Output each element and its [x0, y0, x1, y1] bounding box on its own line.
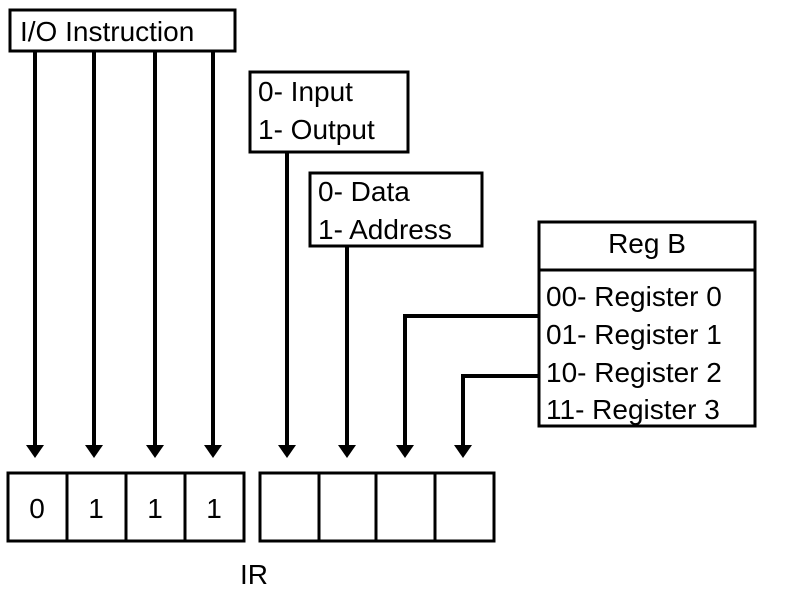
arrow-heads — [26, 445, 472, 458]
reg-b-line-0: 00- Register 0 — [546, 281, 722, 312]
ir-cell — [258, 471, 321, 543]
ir-cell: 1 — [183, 471, 246, 543]
ir-cell — [374, 471, 437, 543]
reg-b-line-3: 11- Register 3 — [546, 394, 720, 425]
ir-cell — [317, 471, 378, 543]
ir-cell — [433, 471, 496, 543]
arrow-bit-7 — [454, 445, 472, 458]
wire-bit-6 — [403, 314, 539, 445]
wire-bit-7 — [461, 374, 539, 445]
arrow-bit-6 — [396, 445, 414, 458]
mode-line-data: 0- Data — [318, 176, 410, 207]
ir-cell: 0 — [6, 471, 69, 543]
arrow-bit-4 — [278, 445, 296, 458]
io-instruction-box: I/O Instruction — [8, 8, 237, 53]
arrow-bit-3 — [204, 445, 222, 458]
connector-wires — [33, 51, 539, 445]
ir-label: IR — [240, 559, 268, 590]
arrow-bit-1 — [85, 445, 103, 458]
ir-register: 0 1 1 1 — [6, 471, 496, 543]
reg-b-title: Reg B — [608, 228, 686, 259]
direction-line-input: 0- Input — [258, 76, 353, 107]
arrow-bit-0 — [26, 445, 44, 458]
ir-cell: 1 — [124, 471, 187, 543]
mode-line-address: 1- Address — [318, 214, 452, 245]
ir-cell: 1 — [65, 471, 128, 543]
direction-box: 0- Input 1- Output — [248, 70, 410, 154]
ir-cell-value: 1 — [88, 493, 104, 524]
arrow-bit-5 — [338, 445, 356, 458]
io-instruction-label: I/O Instruction — [20, 16, 194, 47]
reg-b-line-1: 01- Register 1 — [546, 319, 722, 350]
ir-cell-value: 1 — [206, 493, 222, 524]
reg-b-box: Reg B 00- Register 0 01- Register 1 10- … — [537, 220, 757, 428]
arrow-bit-2 — [146, 445, 164, 458]
direction-line-output: 1- Output — [258, 114, 375, 145]
ir-cell-value: 1 — [147, 493, 163, 524]
ir-cell-value: 0 — [29, 493, 45, 524]
reg-b-line-2: 10- Register 2 — [546, 357, 722, 388]
mode-box: 0- Data 1- Address — [308, 171, 484, 248]
